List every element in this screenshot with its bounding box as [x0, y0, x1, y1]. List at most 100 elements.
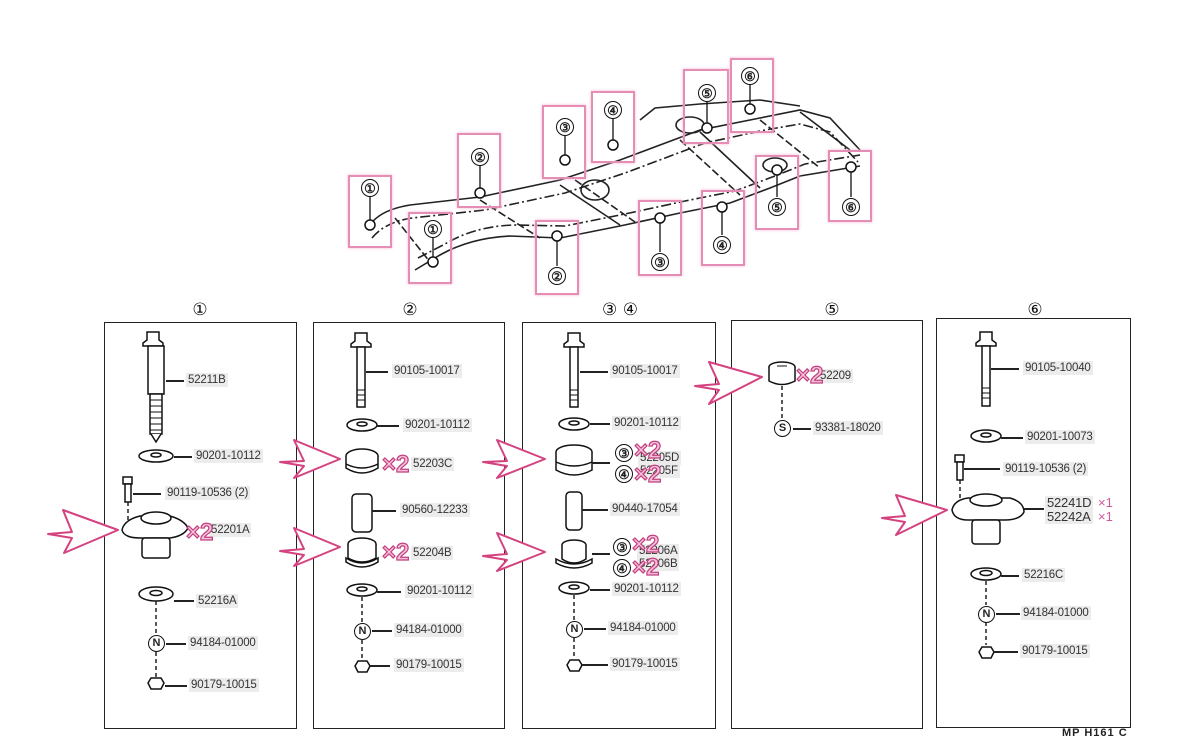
panel-6-title: ⑥ [1027, 300, 1043, 320]
leader [166, 643, 186, 645]
part-label-90179-10015[interactable]: 90179-10015 [1020, 644, 1090, 658]
arrow-icon [47, 509, 119, 554]
nut-type-n-symbol: N [148, 635, 165, 652]
leader [991, 368, 1019, 370]
leader [590, 589, 610, 591]
part-label-52204b[interactable]: 52204B [411, 546, 454, 560]
part-label-90105-10017[interactable]: 90105-10017 [610, 364, 680, 378]
part-label-90105-10017[interactable]: 90105-10017 [392, 364, 462, 378]
part-label-94184-01000[interactable]: 94184-01000 [608, 621, 678, 635]
qty-mark: ×2 [795, 362, 824, 389]
arrow-icon [881, 494, 948, 536]
part-label-90119-10536[interactable]: 90119-10536 (2) [165, 486, 251, 500]
part-label-90179-10015[interactable]: 90179-10015 [394, 658, 464, 672]
qty-mark: ×2 [631, 554, 660, 581]
qty-mark: ×1 [1098, 509, 1113, 524]
leader [580, 371, 608, 373]
qty-mark: ×2 [631, 531, 660, 558]
part-label-90440-17054[interactable]: 90440-17054 [610, 502, 680, 516]
part-label-52209[interactable]: 52209 [818, 369, 853, 383]
mount-highlight-1-lower [408, 212, 452, 284]
part-label-90179-10015[interactable]: 90179-10015 [610, 657, 680, 671]
frame-callout-5-upper: ⑤ [698, 84, 716, 102]
frame-callout-6-upper: ⑥ [741, 67, 759, 85]
part-label-90119-10536[interactable]: 90119-10536 (2) [1003, 462, 1089, 476]
part-label-52242a[interactable]: 52242A [1045, 509, 1093, 524]
leader [1001, 575, 1019, 577]
frame-callout-1-upper: ① [361, 179, 379, 197]
qty-mark: ×2 [633, 461, 662, 488]
frame-callout-1-lower: ① [424, 220, 442, 238]
nut-type-n-symbol: N [354, 623, 371, 640]
part-label-52216c[interactable]: 52216C [1022, 568, 1066, 582]
frame-callout-6-lower: ⑥ [842, 198, 860, 216]
leader [592, 462, 610, 464]
leader [996, 613, 1020, 615]
leader [370, 665, 390, 667]
part-label-90560-12233[interactable]: 90560-12233 [400, 503, 470, 517]
part-label-52203c[interactable]: 52203C [411, 457, 455, 471]
qty-mark: ×2 [381, 451, 410, 478]
part-label-52205d[interactable]: 52205D [638, 451, 682, 465]
leader [1001, 437, 1023, 439]
part-label-52241d[interactable]: 52241D [1045, 495, 1094, 510]
leader [366, 371, 388, 373]
leader [582, 664, 608, 666]
part-label-90201-10112[interactable]: 90201-10112 [612, 416, 681, 430]
position-4-marker: ④ [613, 559, 631, 577]
leader [377, 425, 399, 427]
mount-highlight-5-upper [683, 69, 729, 144]
panel-1-title: ① [192, 300, 208, 320]
mount-highlight-6-lower [828, 150, 872, 222]
footer-code: MP H161 C [1062, 727, 1128, 739]
part-label-94184-01000[interactable]: 94184-01000 [394, 623, 464, 637]
part-label-90201-10112[interactable]: 90201-10112 [194, 449, 263, 463]
part-label-90201-10073[interactable]: 90201-10073 [1025, 430, 1095, 444]
frame-callout-5-lower: ⑤ [768, 198, 786, 216]
part-label-52206a[interactable]: 52206A [637, 544, 680, 558]
part-label-90179-10015[interactable]: 90179-10015 [189, 678, 259, 692]
part-label-90201-10112[interactable]: 90201-10112 [403, 418, 472, 432]
part-label-52201a[interactable]: 52201A [209, 523, 252, 537]
position-3-marker: ③ [613, 538, 631, 556]
qty-mark: ×1 [1098, 495, 1113, 510]
part-label-90201-10112-lower[interactable]: 90201-10112 [405, 584, 474, 598]
part-label-90105-10040[interactable]: 90105-10040 [1023, 361, 1093, 375]
part-label-93381-18020[interactable]: 93381-18020 [813, 421, 883, 435]
position-4-marker: ④ [615, 465, 633, 483]
nut-type-n-symbol: N [978, 606, 995, 623]
part-label-52206b[interactable]: 52206B [637, 557, 680, 571]
leader [372, 630, 392, 632]
leader [133, 493, 161, 495]
leader [582, 509, 608, 511]
leader [372, 510, 396, 512]
part-label-52216a[interactable]: 52216A [196, 594, 239, 608]
part-label-52205f[interactable]: 52205F [638, 464, 680, 478]
leader [793, 428, 811, 430]
spacer-type-s-symbol: S [774, 420, 791, 437]
leader [584, 628, 606, 630]
leader [166, 380, 184, 382]
leader [1024, 508, 1044, 510]
mount-highlight-6-upper [730, 58, 774, 133]
arrow-icon [482, 532, 546, 572]
arrow-icon [279, 439, 341, 479]
part-label-90201-10112-lower[interactable]: 90201-10112 [612, 582, 681, 596]
frame-callout-4-upper: ④ [604, 101, 622, 119]
frame-callout-4-lower: ④ [713, 236, 731, 254]
part-label-52211b[interactable]: 52211B [186, 373, 228, 387]
arrow-icon [482, 439, 546, 479]
mount-highlight-3-lower [638, 200, 682, 276]
part-label-94184-01000[interactable]: 94184-01000 [188, 636, 258, 650]
part-label-94184-01000[interactable]: 94184-01000 [1021, 606, 1091, 620]
mount-highlight-1-upper [348, 175, 392, 248]
leader [590, 423, 610, 425]
leader [174, 456, 192, 458]
panel-3-4-title: ③ ④ [602, 300, 638, 320]
